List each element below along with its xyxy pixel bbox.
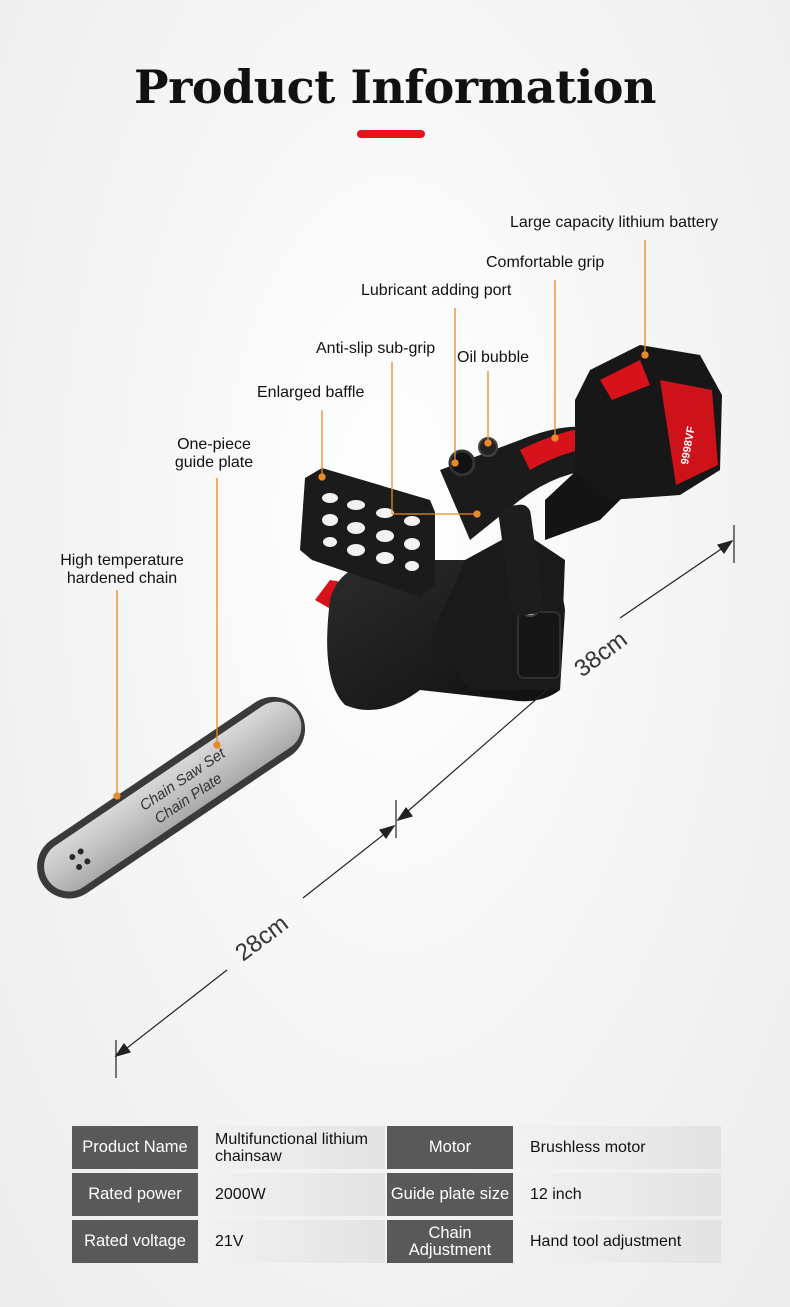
guide-bar: Chain Saw Set Chain Plate: [37, 696, 306, 899]
spec-key-guide-plate-size: Guide plate size: [387, 1173, 513, 1216]
spec-key-rated-power: Rated power: [72, 1173, 198, 1216]
spec-key-product-name: Product Name: [72, 1126, 198, 1169]
callout-grip: Comfortable grip: [486, 254, 605, 271]
spec-key-chain-adjustment: Chain Adjustment: [387, 1220, 513, 1263]
callout-oil-bubble: Oil bubble: [457, 349, 530, 366]
spec-value-chain-adjustment: Hand tool adjustment: [515, 1220, 721, 1263]
callout-guide-line2: guide plate: [174, 454, 254, 471]
callout-hardened-chain: High temperature hardened chain: [44, 552, 200, 588]
dimension-lines: [114, 525, 735, 1078]
callout-anti-slip-sub-grip: Anti-slip sub-grip: [316, 340, 436, 357]
spec-key-motor: Motor: [387, 1126, 513, 1169]
callout-lubricant-port: Lubricant adding port: [361, 282, 512, 299]
front-baffle: [300, 468, 435, 597]
callout-guide-plate: One-piece guide plate: [150, 436, 278, 472]
spec-key-rated-voltage: Rated voltage: [72, 1220, 198, 1263]
callout-lines: [113, 240, 649, 800]
spec-value-rated-voltage: 21V: [200, 1220, 385, 1263]
callout-enlarged-baffle: Enlarged baffle: [257, 384, 365, 401]
spec-table: Product Name Multifunctional lithium cha…: [72, 1126, 721, 1263]
callout-chain-line2: hardened chain: [66, 570, 178, 587]
callout-chain-line1: High temperature: [60, 552, 184, 569]
dimension-28cm: 28cm: [230, 910, 293, 967]
spec-value-guide-plate-size: 12 inch: [515, 1173, 721, 1216]
page-title: Product Information: [134, 60, 656, 114]
battery: 9998VF: [575, 345, 722, 500]
spec-value-motor: Brushless motor: [515, 1126, 721, 1169]
dimension-38cm: 38cm: [569, 626, 632, 683]
spec-value-rated-power: 2000W: [200, 1173, 385, 1216]
spec-value-product-name: Multifunctional lithium chainsaw: [200, 1126, 385, 1169]
title-underline: [357, 130, 425, 138]
callout-battery: Large capacity lithium battery: [510, 214, 719, 231]
chainsaw-illustration: Chain Saw Set Chain Plate 9998VF: [37, 240, 735, 1078]
callout-guide-line1: One-piece: [177, 436, 251, 453]
